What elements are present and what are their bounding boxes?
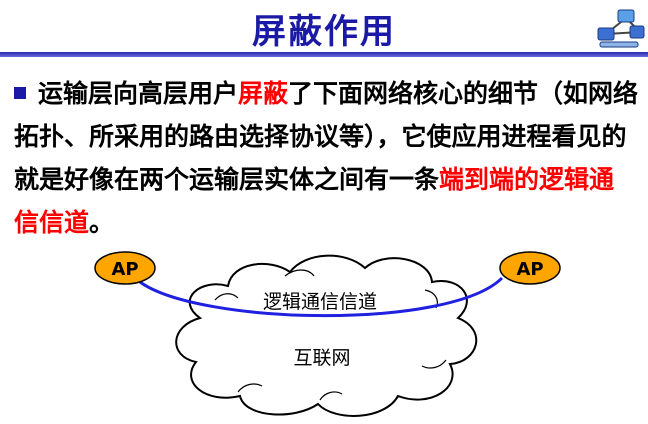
internet-label: 互联网 — [293, 347, 350, 369]
bullet-text-part1: 运输层向高层用户 — [38, 79, 239, 108]
bullet-text-part2: 了下面网络核心的细节（如网络拓扑、所采用的路由选择协议等），它使应用进程看见的就… — [14, 79, 639, 194]
channel-label: 逻辑通信信道 — [263, 291, 377, 313]
logical-channel-line — [139, 276, 504, 318]
ap-right-node: AP — [499, 251, 561, 285]
bullet-highlight-channel: 端到端的逻辑通信信道 — [14, 165, 615, 237]
title-rule — [0, 52, 648, 57]
ap-left-node: AP — [94, 251, 156, 285]
ap-left-label: AP — [111, 259, 138, 280]
slide-title: 屏蔽作用 — [252, 12, 396, 52]
network-logo-icon — [597, 9, 645, 48]
bullet-square-icon — [14, 87, 26, 99]
bullet-highlight-shield: 屏蔽 — [238, 79, 289, 108]
ap-right-label: AP — [516, 259, 543, 280]
internet-cloud — [175, 254, 478, 417]
bullet-paragraph: 运输层向高层用户屏蔽了下面网络核心的细节（如网络拓扑、所采用的路由选择协议等），… — [14, 72, 639, 244]
bullet-text-part3: 。 — [89, 208, 115, 237]
